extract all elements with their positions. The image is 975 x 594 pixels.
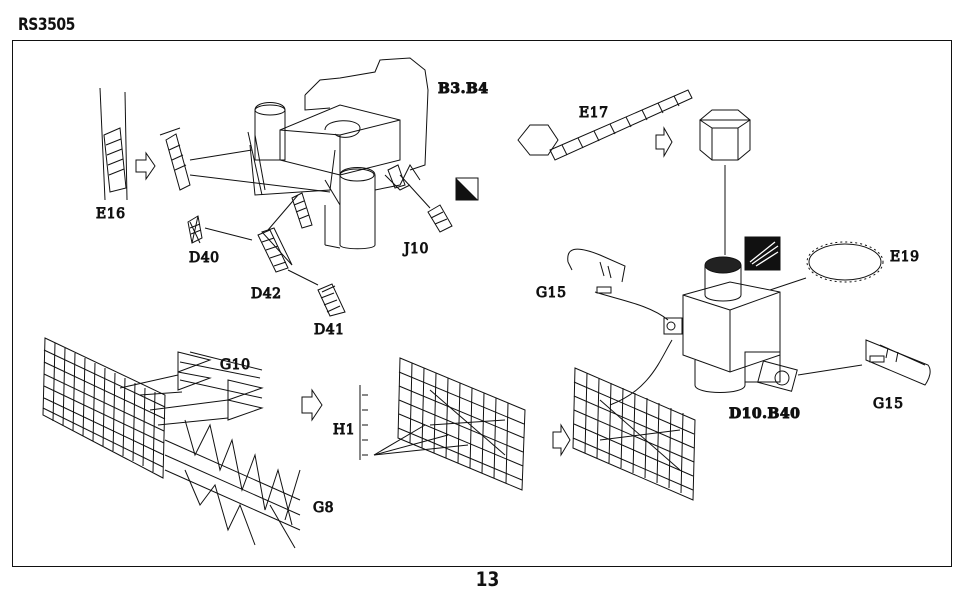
g8-radar-array <box>42 337 301 549</box>
label-b3-b4: B3.B4 <box>438 81 489 97</box>
label-g8: G8 <box>313 500 334 516</box>
label-e16: E16 <box>96 206 126 222</box>
label-e19: E19 <box>890 249 920 265</box>
g15-shield-left <box>567 248 669 321</box>
label-j10: J10 <box>402 241 429 257</box>
instruction-frame <box>12 40 952 567</box>
fold-arrow-icon <box>552 423 571 457</box>
label-d42: D42 <box>251 286 282 302</box>
bend-symbol-icon <box>455 177 479 201</box>
e19-ring-part <box>806 241 884 283</box>
page-number: 13 <box>475 568 500 592</box>
j10-ladder-part <box>387 164 453 233</box>
d40-grating-part <box>187 215 253 244</box>
superstructure-b3-b4 <box>247 57 429 250</box>
e16-ladder-group <box>99 87 331 201</box>
e16-folded-part <box>159 127 191 191</box>
kit-code: RS3505 <box>18 15 75 35</box>
d42-ladder-part <box>257 194 299 273</box>
e17-ladder-part <box>517 89 693 161</box>
label-d10-b40: D10.B40 <box>729 406 800 422</box>
fold-arrow-icon <box>655 126 673 158</box>
label-e17: E17 <box>579 105 609 121</box>
g10-reflector-part <box>119 351 264 426</box>
e16-ladder-part <box>103 127 127 193</box>
label-d40: D40 <box>189 250 220 266</box>
fold-arrow-icon <box>301 388 323 422</box>
d42-small-ladder <box>291 192 313 229</box>
label-g15-left: G15 <box>536 285 567 301</box>
director-tower <box>609 256 798 406</box>
e17-platform-assembled <box>699 109 751 255</box>
glue-symbol-icon <box>744 236 781 271</box>
label-d41: D41 <box>314 322 345 338</box>
h1-strip-part <box>359 385 368 460</box>
label-g10: G10 <box>220 357 251 373</box>
g15-shield-right <box>797 339 931 386</box>
d41-ladder-part <box>287 269 346 317</box>
label-h1: H1 <box>333 422 355 438</box>
label-g15-right: G15 <box>873 396 904 412</box>
radar-array-completed <box>572 367 696 501</box>
fold-arrow-icon <box>135 151 156 181</box>
radar-array-intermediate <box>397 357 526 491</box>
